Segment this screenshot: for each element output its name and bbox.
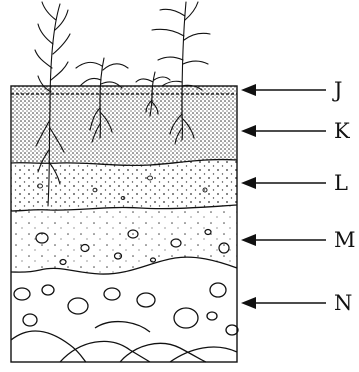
label-m: M: [334, 228, 356, 252]
layer-label-n: N: [241, 291, 352, 315]
layer-label-l: L: [241, 171, 348, 195]
layer-label-j: J: [241, 78, 342, 102]
layer-label-m: M: [241, 228, 356, 252]
layer-label-k: K: [241, 119, 350, 143]
label-n: N: [334, 291, 352, 315]
soil-column: [11, 86, 237, 362]
layer-l: [11, 160, 237, 211]
label-k: K: [334, 119, 350, 143]
label-j: J: [332, 78, 342, 102]
label-l: L: [334, 171, 348, 195]
